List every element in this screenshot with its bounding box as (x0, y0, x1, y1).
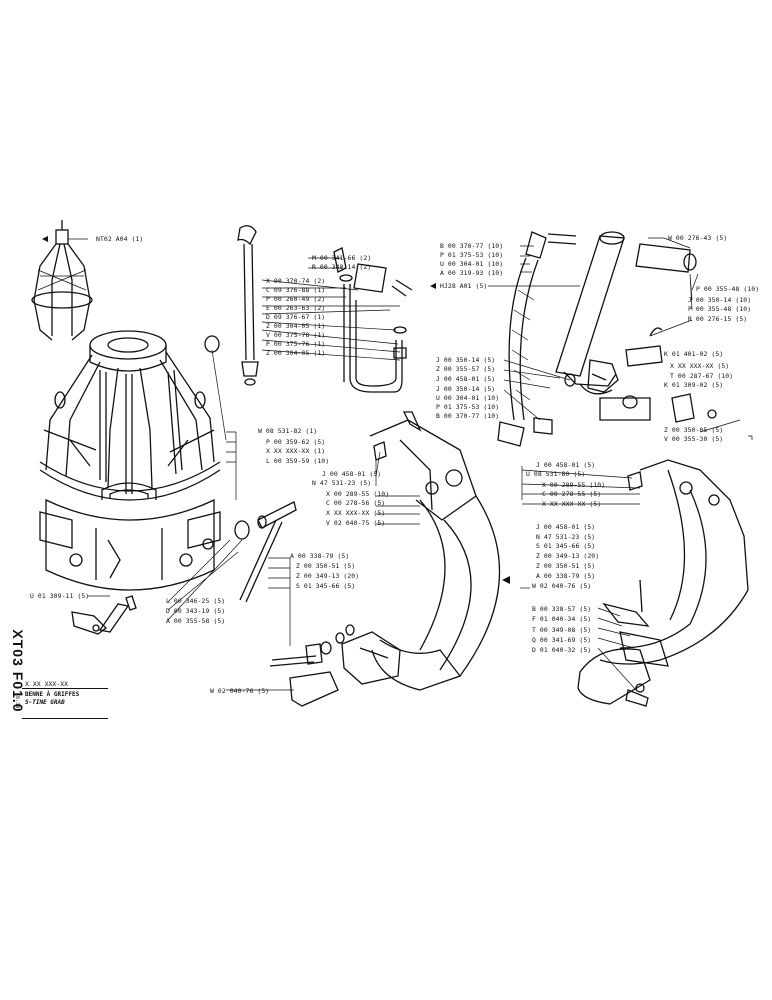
part-label: D 01 040-32 (5) (532, 646, 592, 654)
part-label: K 01 401-02 (5) (664, 350, 724, 358)
part-label: X 00 370-74 (2) (266, 277, 326, 285)
part-label: Q 00 341-69 (5) (532, 636, 592, 644)
part-label: V 02 040-75 (5) (326, 519, 386, 527)
part-label: T 00 349-08 (5) (532, 626, 592, 634)
part-label: R 00 348-14 (2) (312, 263, 372, 271)
part-label: A 00 338-79 (5) (536, 572, 596, 580)
part-label: Z 00 350-51 (5) (296, 562, 356, 570)
part-label: N 47 531-23 (5) (536, 533, 596, 541)
part-label: Z 00 350-51 (5) (536, 562, 596, 570)
part-label: M 00 341-66 (2) (312, 254, 372, 262)
tine-right-drawing (577, 459, 749, 707)
part-label: C 09 376-88 (1) (266, 286, 326, 294)
part-label: J 00 458-01 (5) (436, 375, 496, 383)
grab-body-drawing (39, 330, 221, 591)
pointer-arrow-icon (430, 283, 436, 289)
hose-drawing (497, 231, 577, 447)
part-label: U 01 309-11 (5) (30, 592, 90, 600)
part-label: X 00 289-55 (10) (542, 481, 606, 489)
direction-arrow-icon (502, 576, 510, 584)
part-label: E 00 263-63 (2) (266, 304, 326, 312)
part-label: P 00 375-76 (1) (266, 340, 326, 348)
part-label: L 00 346-25 (5) (166, 597, 226, 605)
part-label: T 00 287-67 (10) (670, 372, 734, 380)
part-label: Z 00 350-05 (5) (664, 426, 724, 434)
part-label: W 00 276-43 (5) (668, 234, 728, 242)
part-label: J 00 458-01 (5) (536, 461, 596, 469)
part-label: B 00 338-57 (5) (532, 605, 592, 613)
part-label: U 00 304-01 (10) (440, 260, 504, 268)
hydraulic-cylinder-drawing (555, 231, 717, 423)
part-label: D 00 343-19 (5) (166, 607, 226, 615)
part-label: P 00 355-48 (10) (688, 305, 752, 313)
part-label: X XX XXX-XX (5) (542, 500, 602, 508)
part-label: X XX XXX-XX (5) (326, 509, 386, 517)
part-label: D 09 376-67 (1) (266, 313, 326, 321)
part-label: S 01 345-66 (5) (296, 582, 356, 590)
part-label: Z 00 349-13 (20) (296, 572, 360, 580)
part-label: P 01 375-53 (10) (440, 251, 504, 259)
part-label: V 00 355-30 (5) (664, 435, 724, 443)
part-label: X 00 289-55 (10) (326, 490, 390, 498)
page-number: 6.39 (14, 696, 20, 709)
leader-lines (68, 237, 753, 691)
part-label: NT02 A04 (1) (96, 235, 144, 243)
part-label: A 00 338-79 (5) (290, 552, 350, 560)
part-label: K 01 309-02 (5) (664, 381, 724, 389)
grab-thumbnail-icon (31, 220, 93, 341)
part-label: J 00 350-14 (5) (436, 385, 496, 393)
ref-line: X XX XXX-XX (25, 680, 69, 688)
part-label: P 00 355-48 (10) (696, 285, 760, 293)
part-label: B 00 370-77 (10) (436, 412, 500, 420)
part-label: F 01 040-34 (5) (532, 615, 592, 623)
part-label: P 00 359-62 (5) (266, 438, 326, 446)
part-label: J 00 458-01 (5) (322, 470, 382, 478)
part-label: U 08 531-80 (5) (526, 470, 586, 478)
part-label: HJ28 A01 (5) (440, 282, 488, 290)
tine-center-drawing (369, 411, 501, 691)
part-label: J 00 350-14 (5) (436, 356, 496, 364)
fitting-group-drawing (333, 247, 413, 393)
part-label: Z 00 349-13 (20) (536, 552, 600, 560)
part-label: X XX XXX-XX (5) (670, 362, 730, 370)
part-label: Z 00 304-05 (1) (266, 322, 326, 330)
part-label: Z 00 355-57 (5) (436, 365, 496, 373)
part-label: W 02 040-76 (5) (532, 582, 592, 590)
pin-drawing (71, 595, 137, 635)
part-label: W 02 040-76 (5) (210, 687, 270, 695)
part-label: Z 00 304-05 (1) (266, 349, 326, 357)
part-label: P 00 260-49 (2) (266, 295, 326, 303)
title-english: 5-TINE GRAB (25, 699, 65, 706)
part-label: P 01 375-53 (10) (436, 403, 500, 411)
part-label: B 00 370-77 (10) (440, 242, 504, 250)
part-label: L 00 359-59 (10) (266, 457, 330, 465)
pointer-arrow-icon (42, 236, 48, 242)
part-label: S 01 345-66 (5) (536, 542, 596, 550)
part-label: V 00 375-78 (1) (266, 331, 326, 339)
title-block: X XX XXX-XX BENNE À GRIFFES 5-TINE GRAB (22, 680, 108, 719)
part-label: X XX XXX-XX (1) (266, 447, 326, 455)
tooth-tip-drawing (269, 624, 401, 707)
part-label: R 00 276-15 (5) (688, 315, 748, 323)
part-label: A 00 319-93 (10) (440, 269, 504, 277)
part-label: W 08 531-82 (1) (258, 427, 318, 435)
part-label: N 47 531-23 (5) (312, 479, 372, 487)
part-label: C 00 278-56 (5) (326, 499, 386, 507)
part-label: U 00 304-01 (10) (436, 394, 500, 402)
title-french: BENNE À GRIFFES (25, 691, 80, 698)
link-rod-drawing (204, 335, 297, 603)
part-label: C 00 278-55 (5) (542, 490, 602, 498)
part-label: J 00 350-14 (10) (688, 296, 752, 304)
hydraulic-pipe-drawing (237, 225, 259, 386)
part-label: A 00 355-58 (5) (166, 617, 226, 625)
part-label: J 00 458-01 (5) (536, 523, 596, 531)
